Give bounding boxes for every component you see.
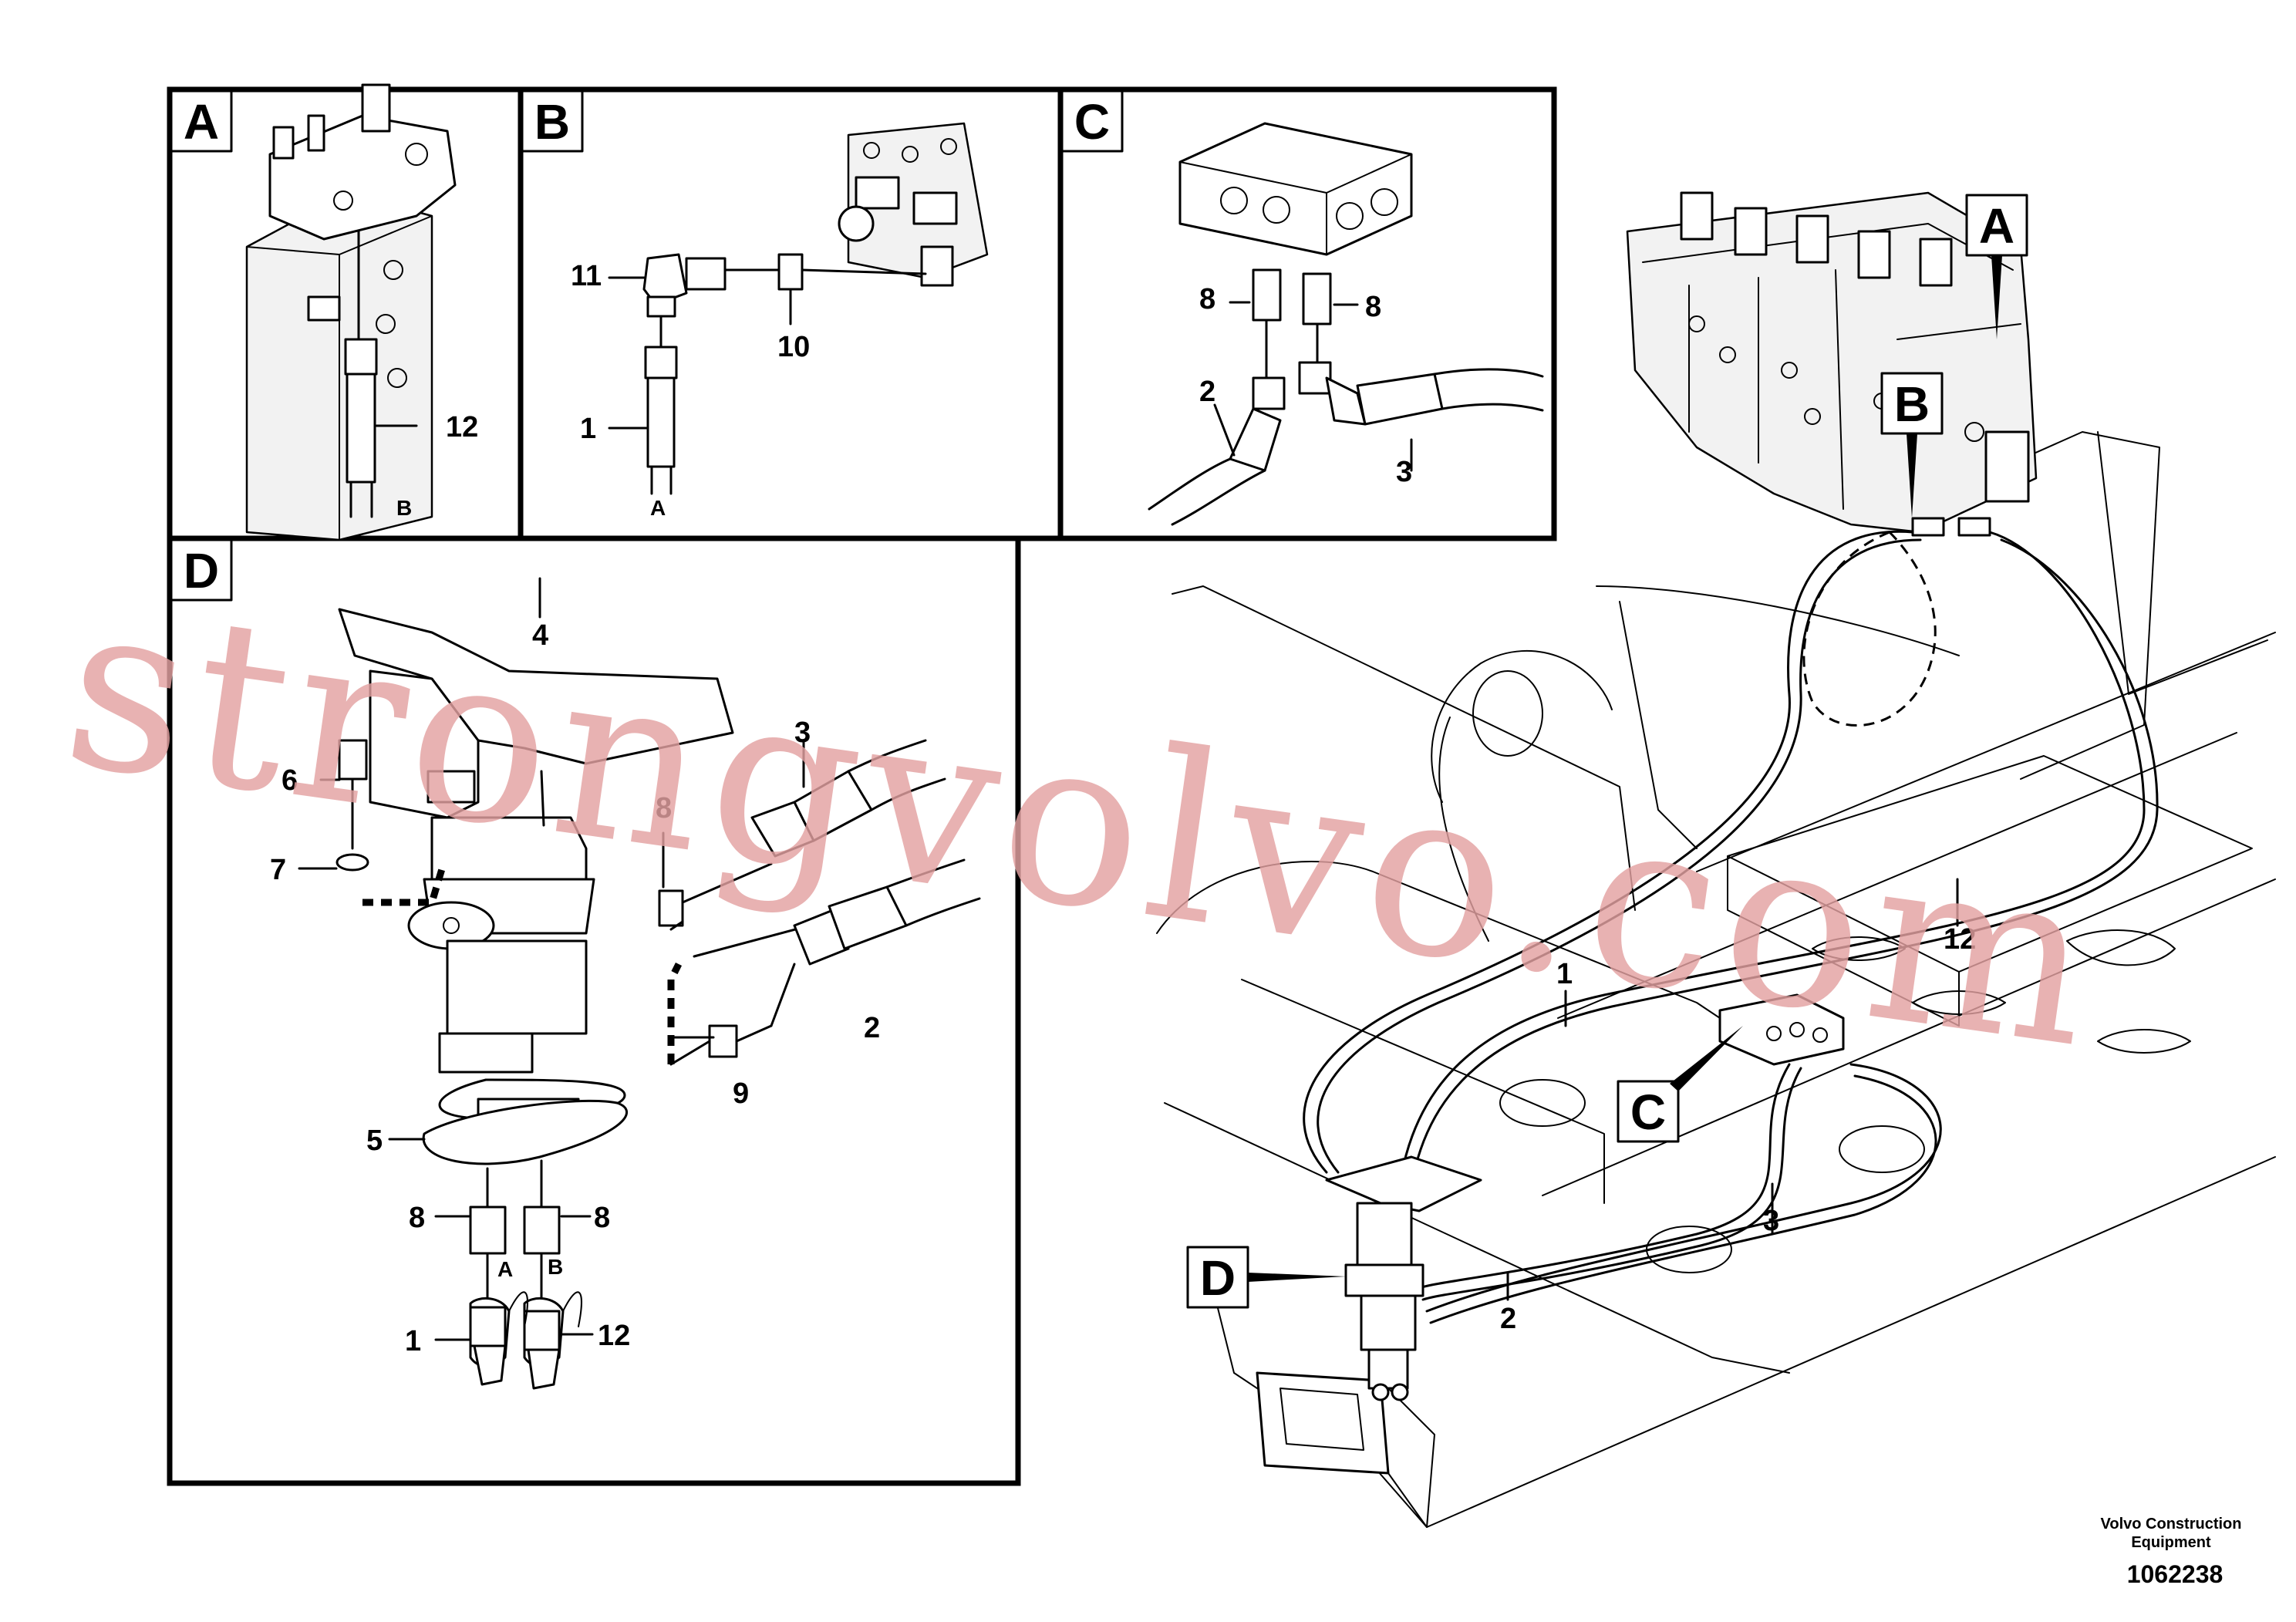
callout-a-b: B — [396, 496, 412, 520]
main-assembly-view — [1156, 191, 2276, 1528]
detail-b-drawing — [608, 122, 989, 495]
callout-d-8-upper: 8 — [656, 792, 672, 824]
callout-c-8-left: 8 — [1199, 283, 1215, 315]
callout-b-1: 1 — [580, 413, 596, 445]
location-tag-d: D — [1200, 1250, 1236, 1306]
callout-a-12: 12 — [446, 411, 478, 443]
callout-d-9: 9 — [733, 1077, 749, 1110]
callout-c-2: 2 — [1199, 376, 1215, 408]
leader-lines — [298, 577, 1959, 1341]
location-tag-c: C — [1630, 1084, 1666, 1140]
drawing-number: 1062238 — [2127, 1560, 2224, 1588]
callout-b-11: 11 — [571, 260, 602, 292]
detail-c-drawing — [1148, 122, 1544, 526]
callout-b-10: 10 — [777, 331, 810, 363]
callout-d-2: 2 — [864, 1012, 880, 1044]
callout-d-b: B — [548, 1255, 563, 1279]
callout-d-8-left: 8 — [409, 1202, 425, 1234]
callout-c-3: 3 — [1396, 456, 1412, 488]
detail-tag-a: A — [184, 94, 219, 150]
detail-tag-c: C — [1074, 94, 1110, 150]
detail-tag-b: B — [534, 94, 570, 150]
location-tag-a: A — [1979, 198, 2014, 254]
detail-d-drawing — [335, 608, 981, 1390]
callout-d-6: 6 — [282, 764, 298, 797]
footer-company-line2: Equipment — [2131, 1534, 2211, 1551]
callout-c-8-right: 8 — [1365, 291, 1381, 323]
callout-labels: 12 B 11 10 1 A 8 8 2 3 4 3 6 8 7 2 9 5 8… — [270, 260, 1976, 1357]
detail-frames — [167, 86, 1557, 1486]
callout-d-12: 12 — [598, 1320, 630, 1352]
detail-tags: A B C D A B C D — [170, 89, 2028, 1309]
detail-a-drawing — [245, 83, 457, 541]
callout-d-5: 5 — [366, 1125, 383, 1157]
callout-d-1: 1 — [405, 1325, 421, 1357]
callout-main-1: 1 — [1556, 958, 1573, 990]
callout-main-2: 2 — [1500, 1303, 1516, 1335]
callout-b-a: A — [650, 496, 666, 520]
detail-tag-d: D — [184, 543, 219, 599]
callout-main-12: 12 — [1944, 923, 1976, 956]
footer-block: Volvo Construction Equipment 1062238 — [2101, 1516, 2242, 1588]
callout-d-7: 7 — [270, 854, 286, 886]
location-tag-b: B — [1894, 376, 1930, 432]
footer-company-line1: Volvo Construction — [2101, 1516, 2242, 1533]
callout-d-a: A — [497, 1257, 513, 1281]
callout-d-3: 3 — [794, 717, 811, 749]
callout-d-8-right: 8 — [594, 1202, 610, 1234]
callout-main-3: 3 — [1763, 1205, 1779, 1237]
callout-d-4: 4 — [532, 619, 548, 652]
